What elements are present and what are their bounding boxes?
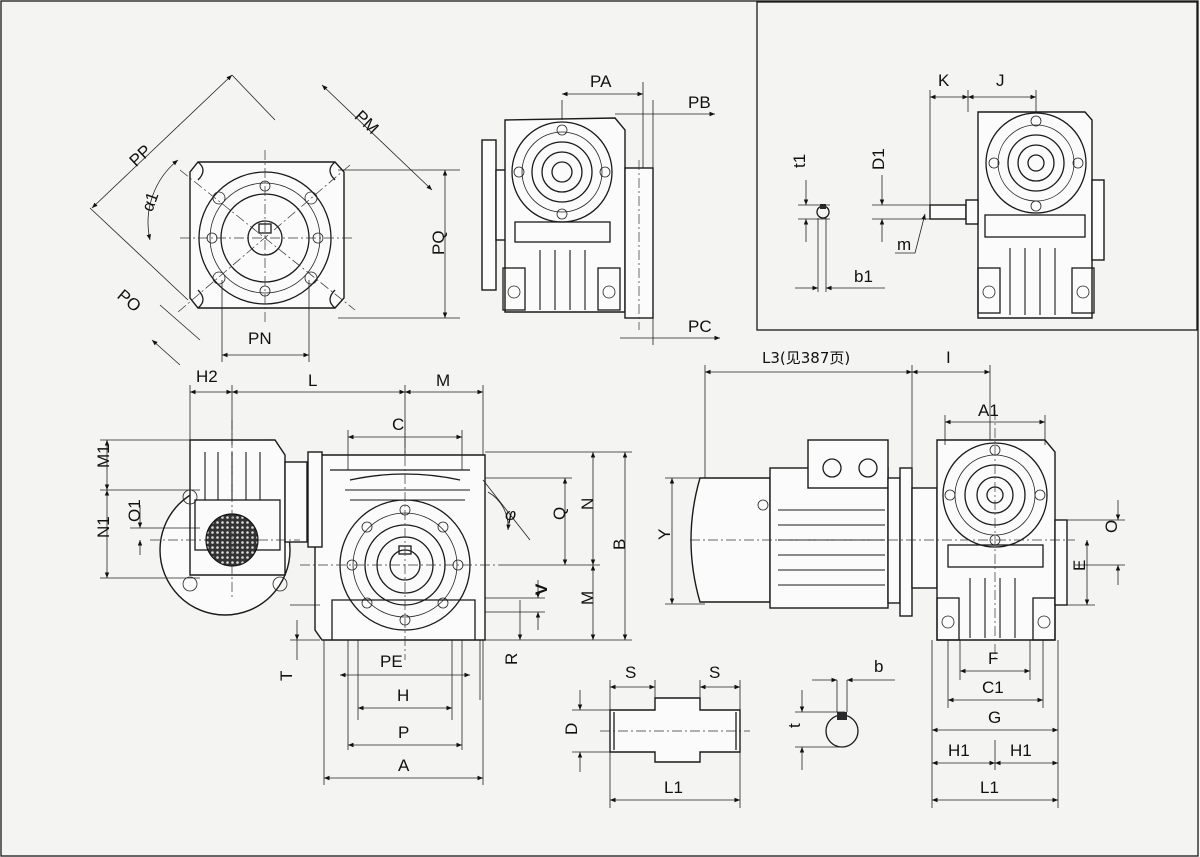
label-I: I: [946, 348, 951, 367]
label-L1-motor: L1: [980, 778, 999, 797]
label-PA: PA: [590, 72, 612, 91]
label-G: G: [988, 708, 1001, 727]
label-C1: C1: [982, 678, 1004, 697]
label-t1: t1: [790, 154, 809, 168]
flange-view: PP PM α1 PO PN PQ: [89, 74, 460, 366]
label-PN: PN: [248, 329, 272, 348]
label-phi: φ: [505, 505, 516, 524]
label-b1: b1: [854, 267, 873, 286]
label-P: P: [398, 723, 409, 742]
label-O: O: [1102, 520, 1121, 533]
flange-side-view: PA PB PC: [481, 72, 720, 345]
inset-frame: [756, 1, 1198, 331]
label-D: D: [562, 723, 581, 735]
label-T: T: [277, 671, 296, 681]
label-S-left: S: [625, 663, 636, 682]
motor-assembly-view: L3(见387页) I A1 Y O E F C1 G H1 H1: [655, 348, 1125, 808]
label-R: R: [502, 653, 521, 665]
label-L3: L3(见387页): [762, 349, 850, 367]
inset-shaft-view: K J D1 m t1 b1: [790, 71, 1105, 319]
label-L: L: [308, 371, 317, 390]
label-H2: H2: [196, 367, 218, 386]
label-PM: PM: [351, 107, 383, 138]
label-Q: Q: [550, 507, 569, 520]
label-PC: PC: [688, 317, 712, 336]
label-L1-shaft: L1: [664, 778, 683, 797]
label-M-top: M: [436, 371, 450, 390]
label-Y: Y: [655, 529, 674, 540]
label-PO: PO: [114, 286, 145, 316]
label-b: b: [874, 657, 883, 676]
label-F: F: [988, 649, 998, 668]
label-t: t: [785, 723, 804, 728]
label-N1: N1: [94, 516, 113, 538]
label-H1-right: H1: [1010, 741, 1032, 760]
label-A: A: [398, 756, 410, 775]
label-C: C: [392, 415, 404, 434]
label-K: K: [938, 71, 950, 90]
label-V: V: [532, 583, 551, 595]
label-H: H: [397, 686, 409, 705]
label-E: E: [1070, 560, 1089, 571]
label-H1-left: H1: [948, 741, 970, 760]
hollow-shaft-view: S S D L1 b t: [562, 657, 895, 808]
label-J: J: [996, 71, 1005, 90]
label-N: N: [578, 498, 597, 510]
label-PE: PE: [380, 652, 403, 671]
label-A1: A1: [978, 401, 999, 420]
label-S-right: S: [709, 663, 720, 682]
label-D1: D1: [869, 148, 888, 170]
label-m: m: [897, 235, 911, 254]
label-PQ: PQ: [429, 230, 448, 255]
label-M-side: M: [578, 591, 597, 605]
front-view: H2 L M C M1 O1 N1 φ Q N B: [94, 367, 632, 785]
label-O1: O1: [125, 499, 144, 522]
label-M1: M1: [94, 444, 113, 468]
label-PB: PB: [688, 93, 711, 112]
label-B: B: [610, 539, 629, 550]
label-alpha1: α1: [138, 189, 162, 214]
label-PP: PP: [126, 141, 156, 170]
